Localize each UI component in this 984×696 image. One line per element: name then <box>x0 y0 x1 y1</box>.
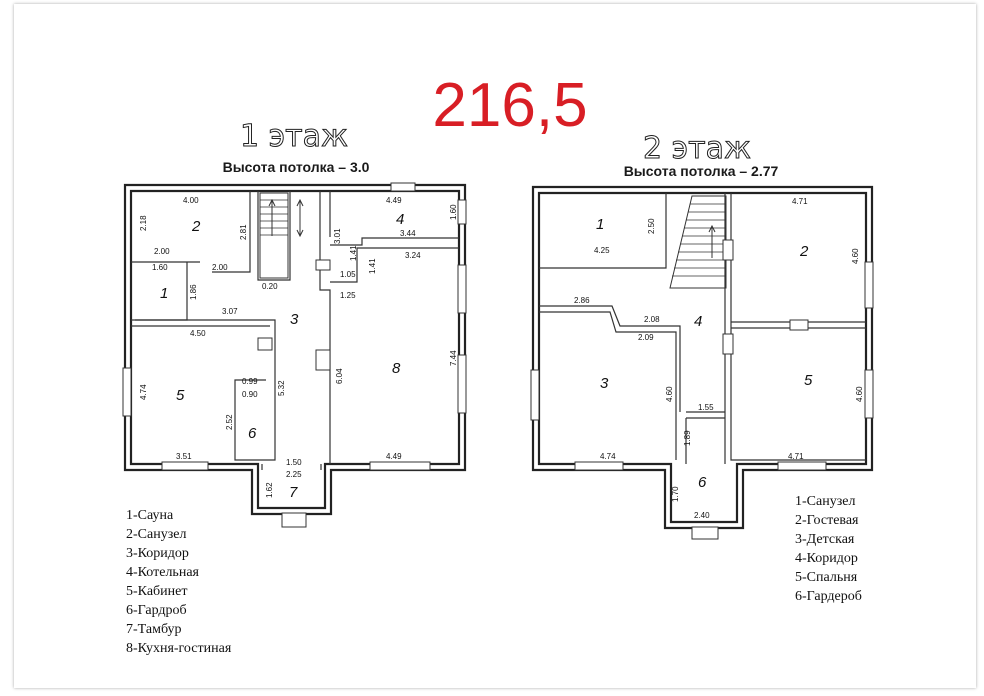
legend-item: 3-Коридор <box>126 546 189 561</box>
dim: 1.70 <box>671 486 680 502</box>
dim: 3.01 <box>333 228 342 244</box>
dim: 1.55 <box>698 403 714 412</box>
dim: 4.50 <box>190 329 206 338</box>
dim: 2.18 <box>139 215 148 231</box>
dim: 2.86 <box>574 296 590 305</box>
dim: 1.41 <box>349 245 358 261</box>
floor1-plan: 1 этаж Высота потолка – 3.0 <box>122 119 467 656</box>
floor1-ceiling: Высота потолка – 3.0 <box>223 159 370 175</box>
dim: 2.00 <box>212 263 228 272</box>
floor1-legend: 1-Сауна 2-Санузел 3-Коридор 4-Котельная … <box>126 508 232 656</box>
dim: 2.81 <box>239 224 248 240</box>
dim: 1.05 <box>340 270 356 279</box>
floor1-title: 1 этаж <box>240 119 348 154</box>
floor2-room-5: 5 <box>804 372 813 389</box>
legend-item: 6-Гардроб <box>126 603 187 618</box>
legend-item: 2-Гостевая <box>795 513 859 528</box>
dim: 4.49 <box>386 452 402 461</box>
dim: 2.00 <box>154 247 170 256</box>
dim: 2.40 <box>694 511 710 520</box>
legend-item: 8-Кухня-гостиная <box>126 641 232 656</box>
floor1-room-1: 1 <box>160 285 168 302</box>
dim: 4.49 <box>386 196 402 205</box>
dim: 0.90 <box>242 390 258 399</box>
dim: 4.60 <box>665 386 674 402</box>
floor1-room-4: 4 <box>396 211 404 228</box>
dim: 6.04 <box>335 368 344 384</box>
legend-item: 3-Детская <box>795 532 855 547</box>
legend-item: 1-Сауна <box>126 508 174 523</box>
dim: 4.25 <box>594 246 610 255</box>
floor1-room-6: 6 <box>248 425 257 442</box>
dim: 7.44 <box>449 350 458 366</box>
paper <box>14 4 976 688</box>
floor2-openings <box>530 239 874 540</box>
dim: 1.25 <box>340 291 356 300</box>
dim: 5.32 <box>277 380 286 396</box>
dim: 2.08 <box>644 315 660 324</box>
floor1-openings <box>122 182 467 528</box>
dim: 4.60 <box>855 386 864 402</box>
dim: 0.20 <box>262 282 278 291</box>
legend-item: 4-Коридор <box>795 551 858 566</box>
dim: 4.74 <box>600 452 616 461</box>
legend-item: 1-Санузел <box>795 494 855 509</box>
legend-item: 2-Санузел <box>126 527 186 542</box>
floor1-interior-walls <box>131 191 459 470</box>
dim: 2.09 <box>638 333 654 342</box>
legend-item: 5-Кабинет <box>126 584 187 599</box>
floor2-legend: 1-Санузел 2-Гостевая 3-Детская 4-Коридор… <box>795 494 862 604</box>
floor2-stairs <box>669 195 727 289</box>
floor2-ceiling: Высота потолка – 2.77 <box>624 163 779 179</box>
dim: 1.89 <box>683 430 692 446</box>
floor1-room-2: 2 <box>191 218 201 235</box>
dim: 1.86 <box>189 284 198 300</box>
legend-item: 4-Котельная <box>126 565 200 580</box>
dim: 1.62 <box>265 482 274 498</box>
floor2-room-3: 3 <box>600 375 609 392</box>
floor2-outer-wall-inner <box>537 191 868 524</box>
floor1-room-5: 5 <box>176 387 185 404</box>
floor2-title: 2 этаж <box>643 131 751 166</box>
dim: 3.44 <box>400 229 416 238</box>
dim: 4.74 <box>139 384 148 400</box>
floor2-room-1: 1 <box>596 216 604 233</box>
floor1-room-3: 3 <box>290 311 299 328</box>
dim: 3.07 <box>222 307 238 316</box>
dim: 2.25 <box>286 470 302 479</box>
dim: 3.51 <box>176 452 192 461</box>
floor2-interior-walls <box>539 193 866 464</box>
dim: 4.71 <box>792 197 808 206</box>
legend-item: 7-Тамбур <box>126 622 182 637</box>
floor1-room-7: 7 <box>289 484 298 501</box>
dim: 0.99 <box>242 377 258 386</box>
total-area: 216,5 <box>432 71 587 140</box>
dim: 1.50 <box>286 458 302 467</box>
dim: 4.00 <box>183 196 199 205</box>
floor2-room-6: 6 <box>698 474 707 491</box>
dim: 4.60 <box>851 248 860 264</box>
dim: 2.52 <box>225 414 234 430</box>
floor1-room-8: 8 <box>392 360 401 377</box>
floor2-room-2: 2 <box>799 243 809 260</box>
dim: 1.41 <box>368 258 377 274</box>
floor1-stairs <box>259 192 304 279</box>
legend-item: 6-Гардероб <box>795 589 862 604</box>
floor2-plan: 2 этаж Высота потолка – 2.77 <box>530 131 874 604</box>
dim: 1.60 <box>152 263 168 272</box>
dim: 2.50 <box>647 218 656 234</box>
dim: 4.71 <box>788 452 804 461</box>
legend-item: 5-Спальня <box>795 570 858 585</box>
dim: 1.60 <box>449 204 458 220</box>
floor2-room-4: 4 <box>694 313 702 330</box>
dim: 3.24 <box>405 251 421 260</box>
